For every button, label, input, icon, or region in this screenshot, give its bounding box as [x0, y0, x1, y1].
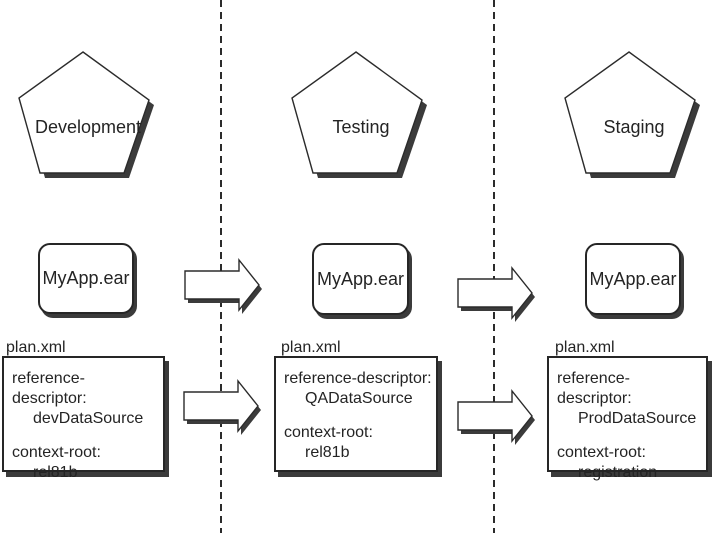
- reference-descriptor-value: devDataSource: [33, 410, 144, 427]
- pentagon-shape: [18, 51, 150, 174]
- plan-file-label: plan.xml: [555, 339, 615, 356]
- pentagon-icon-testing: [291, 51, 427, 178]
- promotion-arrow-ear-test-to-staging: [457, 266, 535, 322]
- pentagon-icon-staging: [564, 51, 700, 178]
- artifact-box: MyApp.ear: [312, 243, 409, 315]
- plan-file-label: plan.xml: [6, 339, 66, 356]
- plan-box: reference-descriptor: devDataSource cont…: [2, 356, 165, 481]
- reference-descriptor-value: QADataSource: [305, 390, 413, 407]
- blank-line: [12, 429, 159, 443]
- context-root-label: context-root:: [284, 424, 373, 441]
- environment-divider-2: [493, 0, 495, 533]
- context-root-label: context-root:: [557, 444, 646, 461]
- blank-line: [284, 409, 432, 423]
- environment-name: Staging: [603, 117, 665, 137]
- promotion-arrow-plan-dev-to-test: [183, 379, 261, 435]
- context-root-value: registration: [578, 464, 658, 481]
- promotion-arrow-plan-test-to-staging: [457, 389, 535, 445]
- context-root-label: context-root:: [12, 444, 101, 461]
- right-arrow-icon: [457, 266, 533, 320]
- environment-name: Testing: [332, 117, 390, 137]
- artifact-name: MyApp.ear: [42, 268, 130, 288]
- plan-box: reference-descriptor: QADataSource conte…: [274, 356, 438, 472]
- reference-descriptor-value: ProdDataSource: [578, 410, 697, 427]
- reference-descriptor-label: reference-descriptor:: [284, 370, 432, 387]
- plan-box: reference-descriptor: ProdDataSource con…: [547, 356, 708, 481]
- artifact-name: MyApp.ear: [316, 268, 405, 289]
- plan-file-label: plan.xml: [281, 339, 341, 356]
- context-root-value: rel81b: [33, 464, 78, 481]
- environment-name: Development: [34, 117, 142, 137]
- right-arrow-icon: [184, 258, 260, 312]
- blank-line: [557, 429, 702, 443]
- reference-descriptor-label: reference-descriptor:: [12, 370, 87, 407]
- environment-divider-1: [220, 0, 222, 533]
- artifact-box: MyApp.ear: [585, 243, 681, 315]
- artifact-name: MyApp.ear: [589, 268, 677, 289]
- pentagon-icon-development: [18, 51, 154, 178]
- pentagon-shape: [564, 51, 696, 174]
- promotion-arrow-ear-dev-to-test: [184, 258, 262, 314]
- right-arrow-icon: [183, 379, 259, 433]
- reference-descriptor-label: reference-descriptor:: [557, 370, 632, 407]
- right-arrow-icon: [457, 389, 533, 443]
- artifact-box: MyApp.ear: [38, 243, 134, 314]
- context-root-value: rel81b: [305, 444, 350, 461]
- pentagon-shape: [291, 51, 423, 174]
